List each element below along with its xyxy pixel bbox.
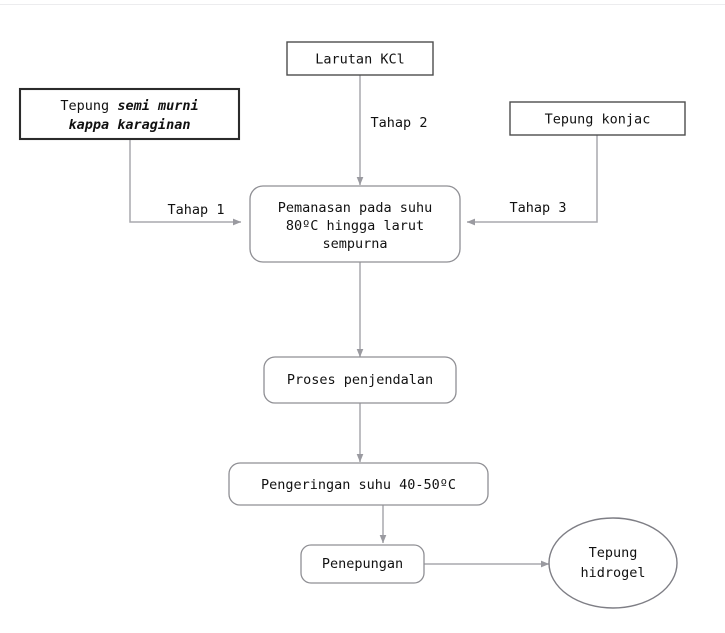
node-tepung-hidrogel-shape xyxy=(548,517,678,609)
node-penepungan[interactable]: Penepungan xyxy=(300,544,425,584)
top-divider-rule xyxy=(0,4,725,5)
node-proses-penjendalan[interactable]: Proses penjendalan xyxy=(263,356,457,404)
node-pemanasan-box xyxy=(249,185,461,263)
node-pengeringan-label: Pengeringan suhu 40-50ºC xyxy=(261,477,456,493)
node-pemanasan-line2: 80ºC hingga larut xyxy=(286,218,424,234)
node-proses-penjendalan-label: Proses penjendalan xyxy=(287,372,433,388)
node-penepungan-label: Penepungan xyxy=(322,556,403,572)
node-proses-penjendalan-box xyxy=(263,356,457,404)
connector-konjac-to-pemanasan xyxy=(466,135,598,226)
node-tepung-hidrogel[interactable]: Tepung hidrogel xyxy=(548,517,678,609)
node-tepung-hidrogel-line1: Tepung xyxy=(589,545,638,561)
node-penepungan-box xyxy=(300,544,425,584)
node-tepung-karaginan-box xyxy=(18,87,241,141)
node-larutan-kcl-label: Larutan KCl xyxy=(315,52,404,68)
edge-label-tahap-3: Tahap 3 xyxy=(510,200,567,216)
node-tepung-karaginan[interactable]: Tepung semi murni kappa karaginan xyxy=(18,87,241,141)
node-pemanasan-line1: Pemanasan pada suhu xyxy=(278,200,432,216)
node-pengeringan-box xyxy=(228,462,489,506)
node-tepung-konjac-box xyxy=(509,101,686,136)
node-pemanasan-line3: sempurna xyxy=(322,236,387,252)
connector-karaginan-to-pemanasan xyxy=(129,139,242,226)
node-tepung-karaginan-line1-plain: Tepung xyxy=(60,98,117,114)
node-pemanasan[interactable]: Pemanasan pada suhu 80ºC hingga larut se… xyxy=(249,185,461,263)
node-larutan-kcl[interactable]: Larutan KCl xyxy=(286,41,434,76)
node-tepung-konjac-label: Tepung konjac xyxy=(545,112,651,128)
node-tepung-karaginan-line1-italic: semi murni xyxy=(117,98,198,114)
node-tepung-konjac[interactable]: Tepung konjac xyxy=(509,101,686,136)
node-tepung-hidrogel-line2: hidrogel xyxy=(580,565,645,581)
node-pengeringan[interactable]: Pengeringan suhu 40-50ºC xyxy=(228,462,489,506)
node-larutan-kcl-box xyxy=(286,41,434,76)
node-tepung-karaginan-line2: kappa karaginan xyxy=(69,117,191,133)
edge-label-tahap-2: Tahap 2 xyxy=(371,115,428,131)
node-tepung-karaginan-line1: Tepung semi murni xyxy=(60,98,198,114)
edge-label-tahap-1: Tahap 1 xyxy=(168,202,225,218)
